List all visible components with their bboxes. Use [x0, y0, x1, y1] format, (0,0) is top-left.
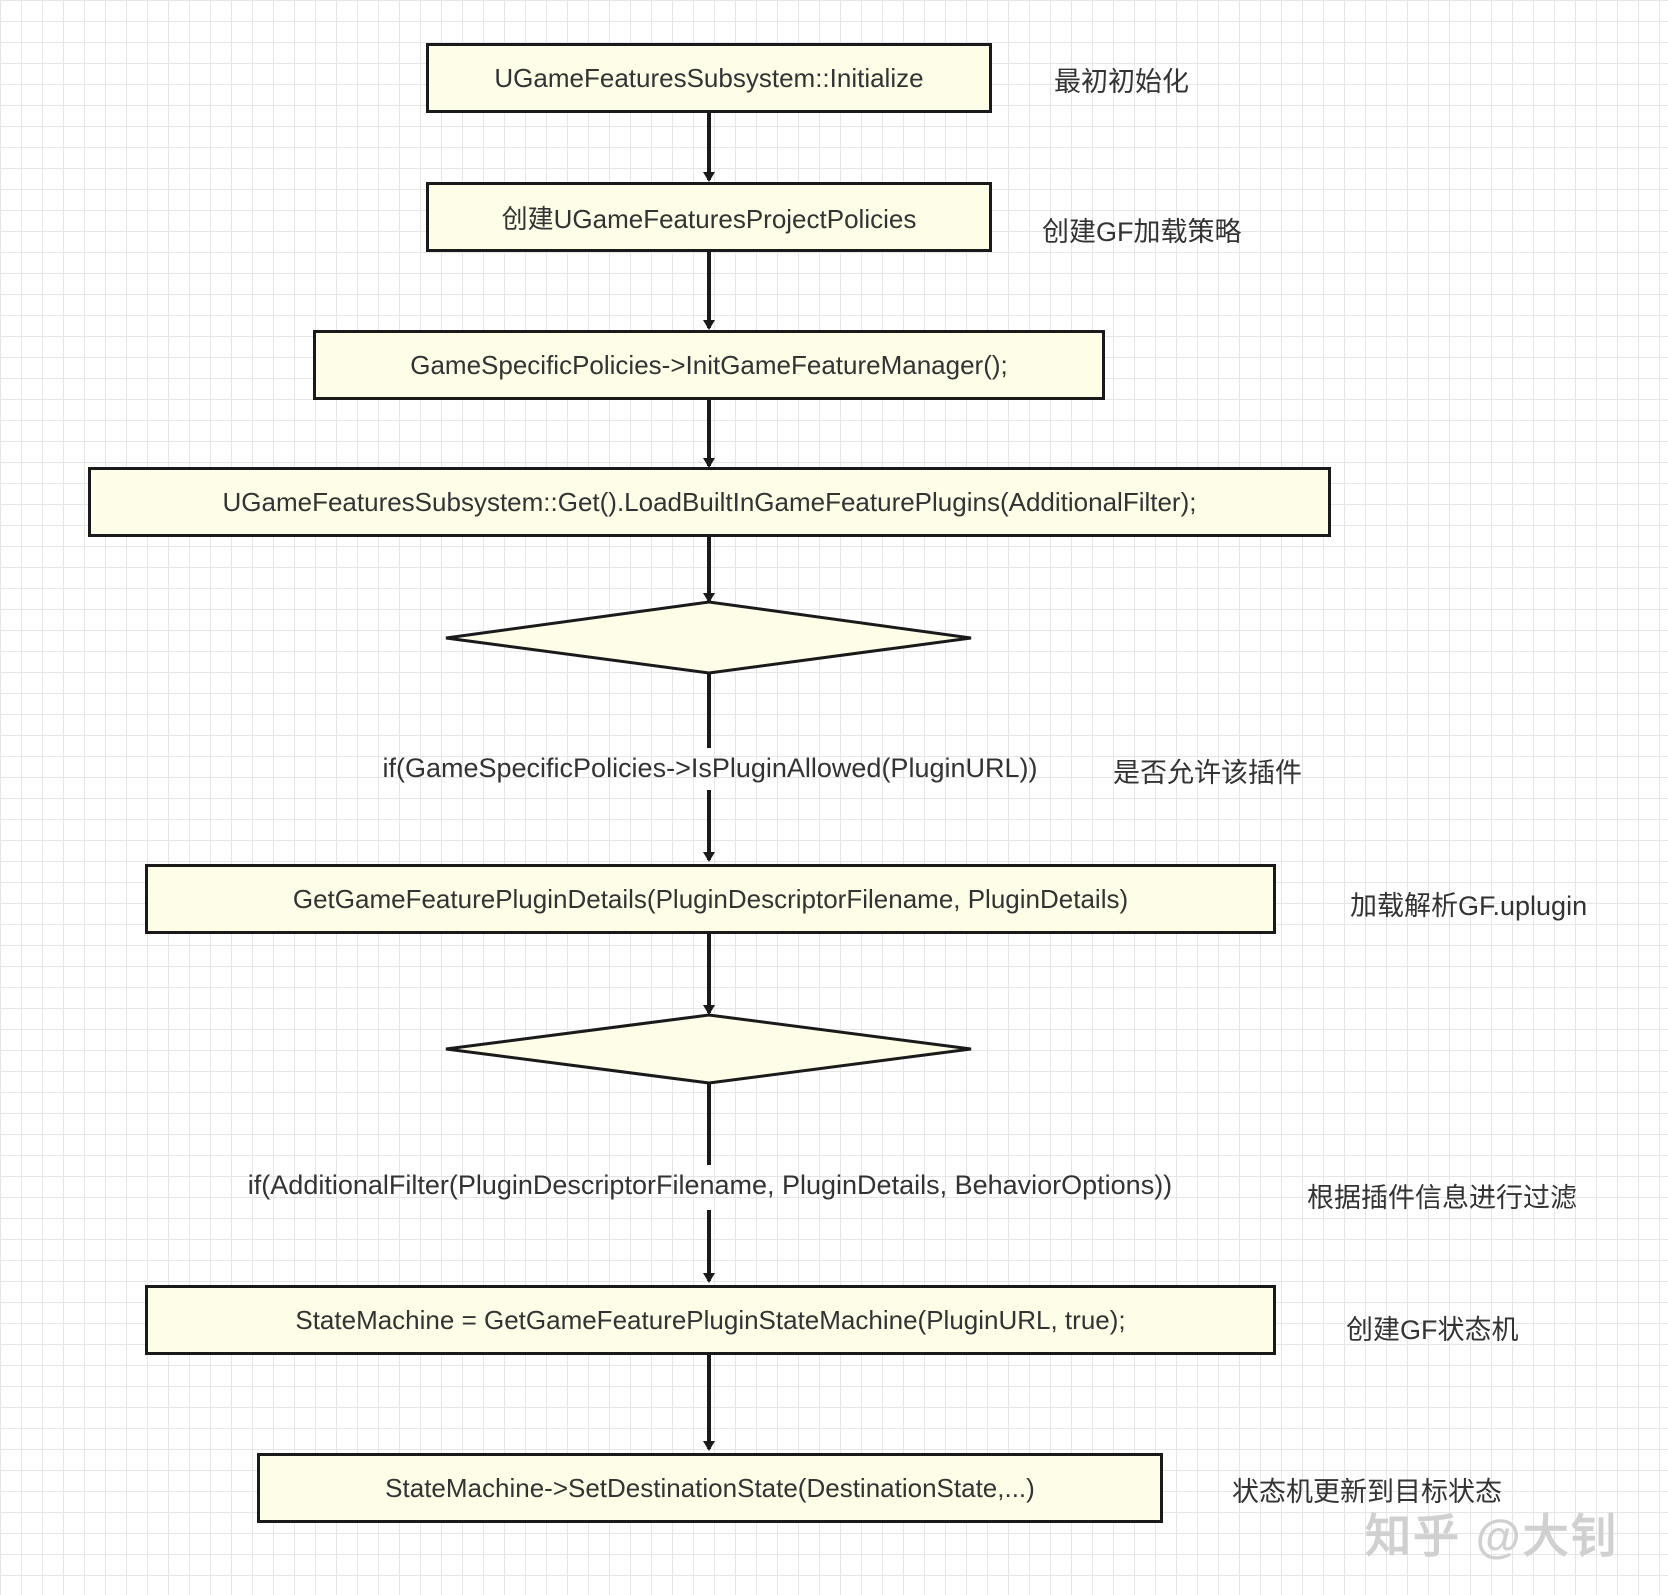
step-initialize-label: UGameFeaturesSubsystem::Initialize [494, 62, 924, 93]
decision-diamond-additional-filter [445, 1013, 972, 1085]
watermark: 知乎 @大钊 [1365, 1510, 1619, 1562]
decision-diamond-plugin-allowed [445, 600, 972, 675]
note-plugin-allowed: 是否允许该插件 [1113, 758, 1302, 788]
condition-plugin-allowed: if(GameSpecificPolicies->IsPluginAllowed… [382, 753, 1038, 783]
step-init-manager-label: GameSpecificPolicies->InitGameFeatureMan… [410, 349, 1008, 380]
note-create-state-machine: 创建GF状态机 [1346, 1315, 1519, 1345]
note-get-plugin-details: 加载解析GF.uplugin [1350, 891, 1588, 921]
step-init-manager[interactable]: GameSpecificPolicies->InitGameFeatureMan… [313, 330, 1105, 400]
note-initialize: 最初初始化 [1054, 67, 1189, 97]
note-set-destination-state: 状态机更新到目标状态 [1232, 1477, 1502, 1507]
step-create-policies[interactable]: 创建UGameFeaturesProjectPolicies [426, 182, 992, 252]
condition-additional-filter: if(AdditionalFilter(PluginDescriptorFile… [247, 1170, 1173, 1200]
step-get-plugin-details[interactable]: GetGameFeaturePluginDetails(PluginDescri… [145, 864, 1276, 934]
step-load-builtin-plugins[interactable]: UGameFeaturesSubsystem::Get().LoadBuiltI… [88, 467, 1331, 537]
step-create-state-machine-label: StateMachine = GetGameFeaturePluginState… [295, 1304, 1126, 1335]
step-load-builtin-plugins-label: UGameFeaturesSubsystem::Get().LoadBuiltI… [222, 486, 1197, 517]
step-initialize[interactable]: UGameFeaturesSubsystem::Initialize [426, 43, 992, 113]
step-set-destination-state[interactable]: StateMachine->SetDestinationState(Destin… [257, 1453, 1163, 1523]
step-set-destination-state-label: StateMachine->SetDestinationState(Destin… [385, 1472, 1035, 1503]
step-create-policies-label: 创建UGameFeaturesProjectPolicies [501, 203, 917, 234]
note-additional-filter: 根据插件信息进行过滤 [1307, 1183, 1577, 1213]
note-create-policies: 创建GF加载策略 [1042, 217, 1242, 247]
step-create-state-machine[interactable]: StateMachine = GetGameFeaturePluginState… [145, 1285, 1276, 1355]
step-get-plugin-details-label: GetGameFeaturePluginDetails(PluginDescri… [292, 883, 1129, 914]
